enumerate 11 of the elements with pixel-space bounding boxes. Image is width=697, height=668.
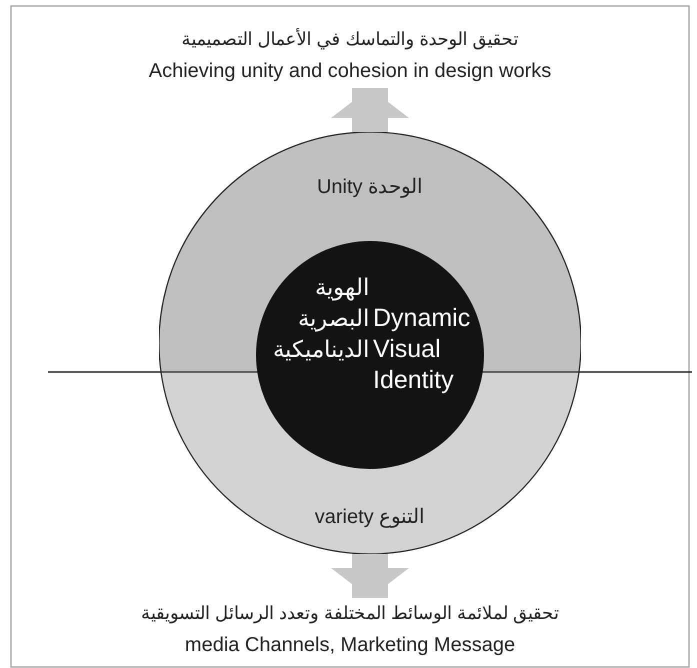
ring-label: Unity الوحدة xyxy=(316,175,424,199)
english-caption: Achieving unity and cohesion in design works xyxy=(148,60,552,83)
core-circle xyxy=(255,240,485,470)
ring-label: variety التنوع xyxy=(314,505,426,529)
arabic-caption: تحقيق الوحدة والتماسك في الأعمال التصميمية xyxy=(180,28,520,50)
thick-arrow xyxy=(331,88,409,132)
english-caption: media Channels, Marketing Message xyxy=(184,634,516,657)
thick-arrow xyxy=(331,554,409,598)
arabic-caption: تحقيق لملائمة الوسائط المختلفة وتعدد الرسائل التسويقية xyxy=(140,602,560,624)
english-title: Dynamic Visual Identity xyxy=(373,303,472,396)
arabic-title: الهوية البصرية الديناميكية xyxy=(272,273,369,364)
